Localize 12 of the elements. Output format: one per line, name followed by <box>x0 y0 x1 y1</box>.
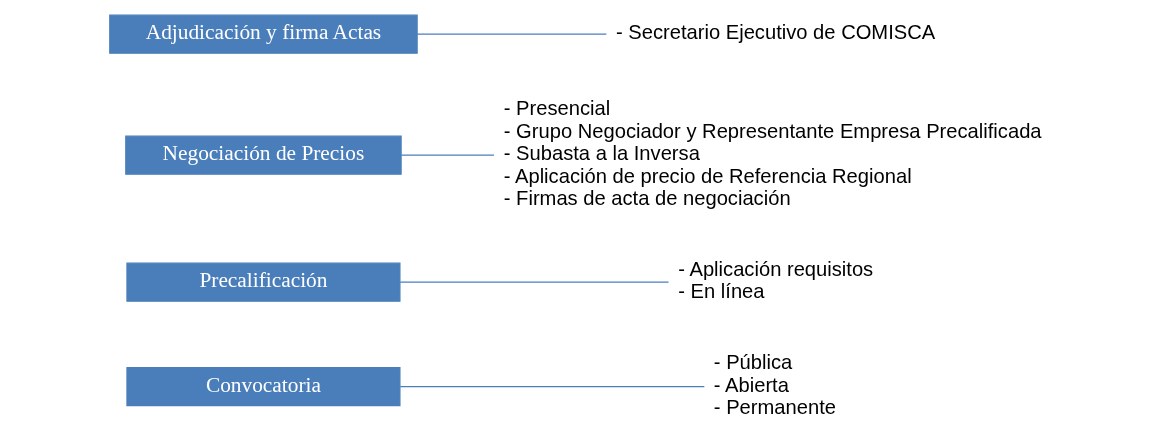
node-box: Precalificación <box>126 262 401 302</box>
node-text: - Pública - Abierta - Permanente <box>713 350 836 419</box>
node-box: Convocatoria <box>126 367 401 407</box>
node-text: - Presencial - Grupo Negociador y Representante Empresa Precalificada - Subasta a la Inversa - Aplicación de precio de Referencia Regional - Firmas de acta de negociación <box>503 96 1042 210</box>
node-text: - Secretario Ejecutivo de COMISCA <box>615 21 936 44</box>
connector <box>399 386 705 388</box>
node-box: Adjudicación y firma Actas <box>109 14 418 54</box>
connector <box>416 33 607 35</box>
connector <box>400 154 495 156</box>
node-box: Negociación de Precios <box>125 135 402 175</box>
node-text: - Aplicación requisitos - En línea <box>678 257 874 303</box>
connector <box>399 281 670 283</box>
